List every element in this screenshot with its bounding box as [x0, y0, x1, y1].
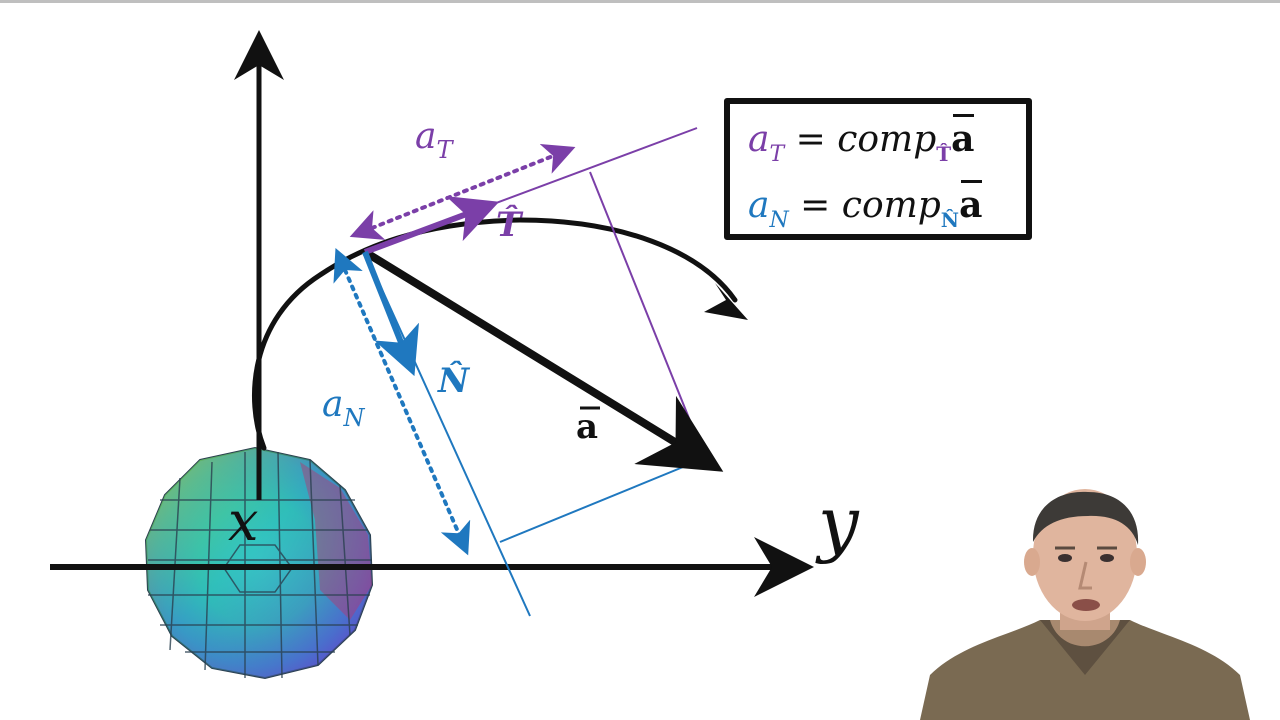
formula-aT-dir: T̂ — [936, 142, 952, 166]
axis-y-label: y — [815, 481, 860, 565]
aN-label: aN — [322, 384, 365, 432]
formula-aN-eq: = comp — [800, 185, 941, 226]
T-hat-label: T̂ — [496, 204, 524, 245]
N-hat-label: N̂ — [437, 360, 471, 401]
svg-text:a: a — [576, 407, 598, 447]
presenter-webcam — [920, 470, 1250, 720]
formula-aN-lhs-sub: N — [769, 208, 789, 233]
trajectory-arrowhead — [704, 283, 748, 320]
formula-aT-lhs-sub: T — [769, 142, 785, 167]
formula-aN-vec: a — [959, 184, 983, 226]
aT-dotted-arrow — [349, 144, 576, 240]
formula-box: aT = compT̂a aN = compN̂a — [724, 98, 1032, 240]
acceleration-vector — [362, 248, 724, 472]
top-rule — [0, 0, 1280, 3]
formula-aT-vec: a — [951, 118, 975, 160]
aN-dotted-arrow — [333, 247, 471, 556]
formula-aT-eq: = comp — [795, 119, 937, 160]
formula-aT: aT = compT̂a — [748, 118, 975, 167]
formula-aN: aN = compN̂a — [748, 184, 983, 233]
formula-aN-dir: N̂ — [940, 208, 960, 232]
normal-projection-line — [499, 457, 706, 543]
tangent-projection-line — [589, 171, 706, 459]
formula-aT-lhs: a — [748, 119, 770, 160]
aT-label: aT — [415, 116, 454, 164]
formula-aN-lhs: a — [748, 185, 770, 226]
sphere-graphic — [144, 446, 374, 680]
N-hat-vector — [362, 250, 419, 377]
axis-x-label: x — [228, 490, 258, 553]
T-hat-vector — [363, 196, 500, 255]
a-vector-label: a — [576, 406, 600, 447]
